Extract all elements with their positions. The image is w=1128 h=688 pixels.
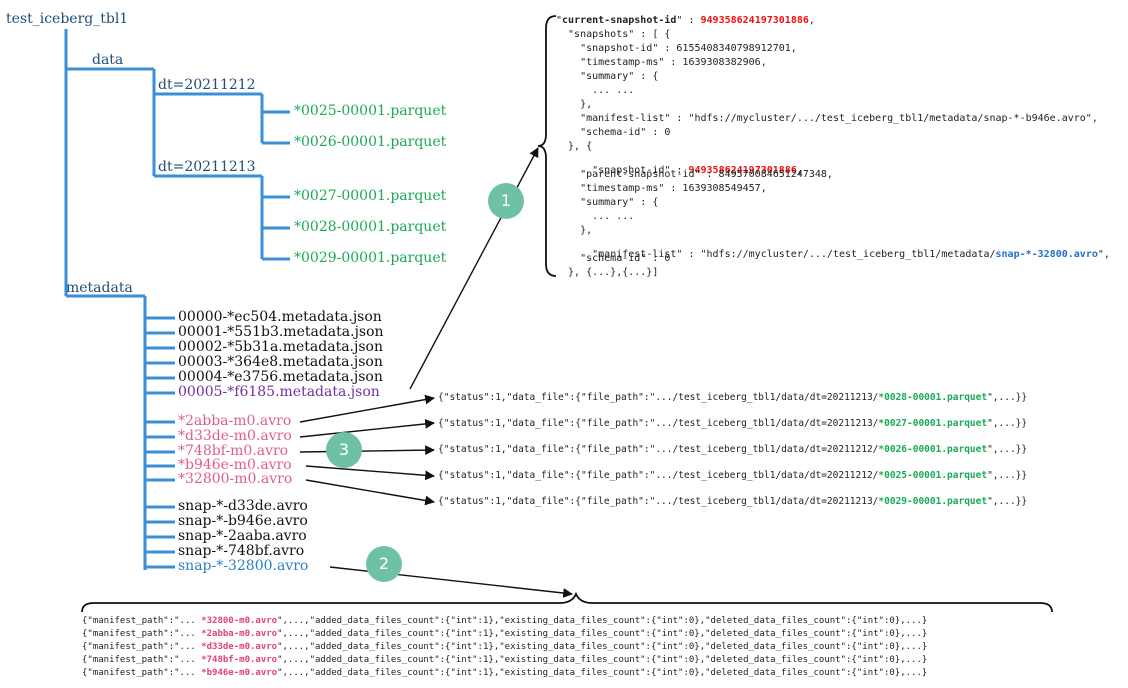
data-dir-label: data bbox=[92, 52, 124, 68]
snap-file-label: snap-*-2aaba.avro bbox=[178, 528, 307, 544]
arrow-32800-to-0029 bbox=[305, 479, 435, 506]
metadata-json-line: "manifest-list" : "hdfs://mycluster/.../… bbox=[568, 249, 1110, 260]
snap-file-label: snap-*-b946e.avro bbox=[178, 513, 308, 529]
metadata-json-line: }, { bbox=[556, 141, 593, 152]
manifest-entry: {"status":1,"data_file":{"file_path":"..… bbox=[438, 496, 1028, 507]
manifest-file-label: *32800-m0.avro bbox=[178, 471, 293, 487]
manifest-list-brace bbox=[81, 591, 1053, 613]
metadata-json-label: 00001-*551b3.metadata.json bbox=[178, 324, 384, 340]
arrow-metadata-to-json bbox=[409, 147, 539, 390]
metadata-json-line: "schema-id" : 0 bbox=[556, 127, 671, 138]
snap-file-label: snap-*-d33de.avro bbox=[178, 498, 308, 514]
badge-2: 2 bbox=[366, 546, 402, 582]
partition-label: dt=20211213 bbox=[158, 159, 256, 175]
badge-3: 3 bbox=[326, 432, 362, 468]
manifest-entry: {"status":1,"data_file":{"file_path":"..… bbox=[438, 392, 1028, 403]
metadata-dir-label: metadata bbox=[66, 280, 133, 296]
metadata-json-label: 00002-*5b31a.metadata.json bbox=[178, 339, 383, 355]
data-file-label: *0025-00001.parquet bbox=[294, 103, 447, 119]
manifest-file-label: *d33de-m0.avro bbox=[178, 428, 292, 444]
arrow-snap-to-manifest-list bbox=[329, 566, 573, 598]
braces bbox=[81, 15, 1053, 613]
metadata-json-label-current: 00005-*f6185.metadata.json bbox=[178, 384, 380, 400]
data-file-label: *0028-00001.parquet bbox=[294, 219, 447, 235]
metadata-json-line: "timestamp-ms" : 1639308549457, bbox=[556, 183, 767, 194]
manifest-entry: {"status":1,"data_file":{"file_path":"..… bbox=[438, 470, 1028, 481]
data-file-label: *0029-00001.parquet bbox=[294, 250, 447, 266]
metadata-json-line: "summary" : { bbox=[556, 197, 659, 208]
metadata-json-brace bbox=[537, 15, 557, 277]
metadata-json-line: }, bbox=[556, 225, 593, 236]
manifest-list-entry: {"manifest_path":"... *2abba-m0.avro",..… bbox=[82, 629, 928, 639]
manifest-file-label: *b946e-m0.avro bbox=[178, 457, 292, 473]
metadata-json-line: "schema-id" : 0 bbox=[556, 253, 671, 264]
manifest-file-label: *2abba-m0.avro bbox=[178, 413, 292, 429]
arrow-d33de-to-0027 bbox=[299, 419, 435, 438]
metadata-json-line: "parent-snapshot-id" : 84957008465124734… bbox=[556, 169, 833, 180]
manifest-list-entry: {"manifest_path":"... *b946e-m0.avro",..… bbox=[82, 668, 928, 678]
manifest-entry: {"status":1,"data_file":{"file_path":"..… bbox=[438, 418, 1028, 429]
metadata-json-line: "summary" : { bbox=[556, 71, 659, 82]
metadata-json-label: 00003-*364e8.metadata.json bbox=[178, 354, 383, 370]
tree-lines bbox=[64, 29, 290, 570]
metadata-json-line: ... ... bbox=[556, 85, 635, 96]
metadata-json-line: }, bbox=[556, 99, 593, 110]
manifest-list-entry: {"manifest_path":"... *32800-m0.avro",..… bbox=[82, 616, 928, 626]
metadata-json-line: "current-snapshot-id" : 9493586241973018… bbox=[556, 15, 815, 26]
partition-label: dt=20211212 bbox=[158, 77, 256, 93]
metadata-json-label: 00004-*e3756.metadata.json bbox=[178, 369, 383, 385]
manifest-entry: {"status":1,"data_file":{"file_path":"..… bbox=[438, 444, 1028, 455]
metadata-json-line: "snapshot-id" : 6155408340798912701, bbox=[556, 43, 797, 54]
badge-1: 1 bbox=[488, 183, 524, 219]
data-file-label: *0027-00001.parquet bbox=[294, 188, 447, 204]
arrow-2abba-to-0028 bbox=[299, 394, 435, 423]
metadata-json-line: ... ... bbox=[556, 211, 635, 222]
metadata-json-line: }, {...},{...}] bbox=[556, 267, 659, 278]
metadata-json-line: "snapshot-id" : 949358624197301886, bbox=[568, 165, 803, 176]
arrow-b946e-to-0025 bbox=[305, 465, 435, 481]
metadata-json-line: "timestamp-ms" : 1639308382906, bbox=[556, 57, 767, 68]
manifest-file-label: *748bf-m0.avro bbox=[178, 443, 289, 459]
manifest-list-entry: {"manifest_path":"... *748bf-m0.avro",..… bbox=[82, 655, 928, 665]
data-file-label: *0026-00001.parquet bbox=[294, 134, 447, 150]
root-table-name: test_iceberg_tbl1 bbox=[6, 11, 129, 27]
snap-file-label: snap-*-748bf.avro bbox=[178, 543, 305, 559]
arrow-748bf-to-0026 bbox=[299, 445, 435, 456]
manifest-list-entry: {"manifest_path":"... *d33de-m0.avro",..… bbox=[82, 642, 928, 652]
snap-file-label-current: snap-*-32800.avro bbox=[178, 558, 309, 574]
metadata-json-line: "snapshots" : [ { bbox=[556, 29, 671, 40]
metadata-json-label: 00000-*ec504.metadata.json bbox=[178, 309, 382, 325]
metadata-json-line: "manifest-list" : "hdfs://mycluster/.../… bbox=[556, 113, 1098, 124]
